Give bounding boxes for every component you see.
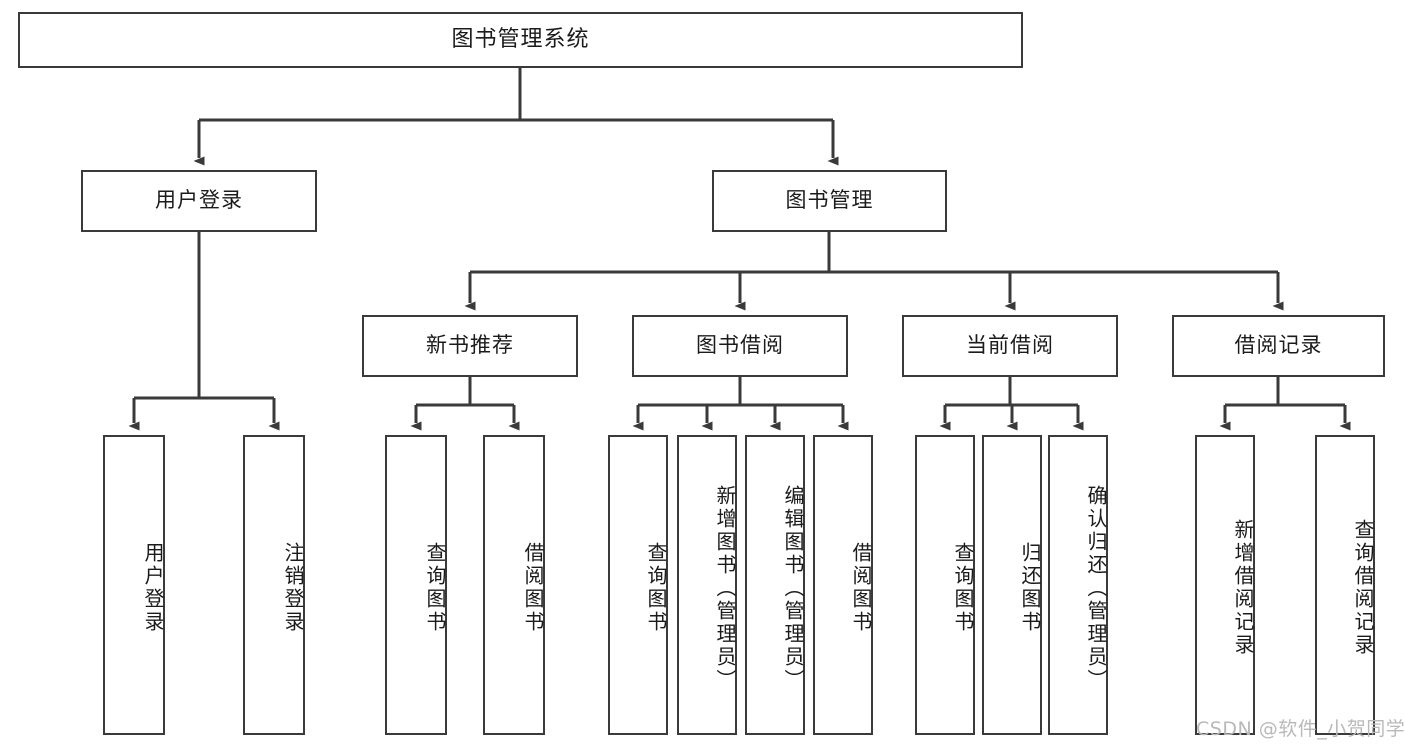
leaf-recommend-borrow-book[interactable]: 借阅图书 [483,435,545,735]
leaf-borrow-edit-book[interactable]: 编辑图书（管理员） [745,435,805,735]
node-book-management[interactable]: 图书管理 [712,170,947,232]
leaf-label: 确认归还（管理员） [1084,484,1108,692]
leaf-label: 编辑图书（管理员） [781,484,805,692]
leaf-record-query[interactable]: 查询借阅记录 [1315,435,1375,735]
node-user-login[interactable]: 用户登录 [81,170,317,232]
node-new-book-recommendation[interactable]: 新书推荐 [362,315,578,377]
leaf-label: 用户登录 [141,542,165,634]
leaf-user-login[interactable]: 用户登录 [103,435,165,735]
leaf-label: 查询图书 [951,542,975,634]
leaf-record-add[interactable]: 新增借阅记录 [1195,435,1255,735]
node-root-system[interactable]: 图书管理系统 [18,12,1023,68]
leaf-logout[interactable]: 注销登录 [243,435,305,735]
leaf-borrow-add-book[interactable]: 新增图书（管理员） [677,435,737,735]
node-borrow-records[interactable]: 借阅记录 [1172,315,1385,377]
leaf-label: 新增借阅记录 [1231,519,1255,657]
leaf-recommend-query-book[interactable]: 查询图书 [385,435,447,735]
leaf-label: 查询图书 [423,542,447,634]
leaf-label: 查询借阅记录 [1351,519,1375,657]
leaf-current-confirm-return[interactable]: 确认归还（管理员） [1048,435,1108,735]
csdn-watermark: CSDN @软件_小贺同学 [1196,718,1405,740]
leaf-current-return-book[interactable]: 归还图书 [982,435,1042,735]
leaf-label: 新增图书（管理员） [713,484,737,692]
leaf-label: 查询图书 [644,542,668,634]
leaf-borrow-book[interactable]: 借阅图书 [813,435,873,735]
leaf-label: 借阅图书 [521,542,545,634]
leaf-label: 注销登录 [281,542,305,634]
leaf-label: 借阅图书 [849,542,873,634]
leaf-current-query-book[interactable]: 查询图书 [915,435,975,735]
leaf-borrow-query-book[interactable]: 查询图书 [608,435,668,735]
node-current-borrowing[interactable]: 当前借阅 [902,315,1118,377]
leaf-label: 归还图书 [1018,542,1042,634]
node-book-borrowing[interactable]: 图书借阅 [632,315,848,377]
